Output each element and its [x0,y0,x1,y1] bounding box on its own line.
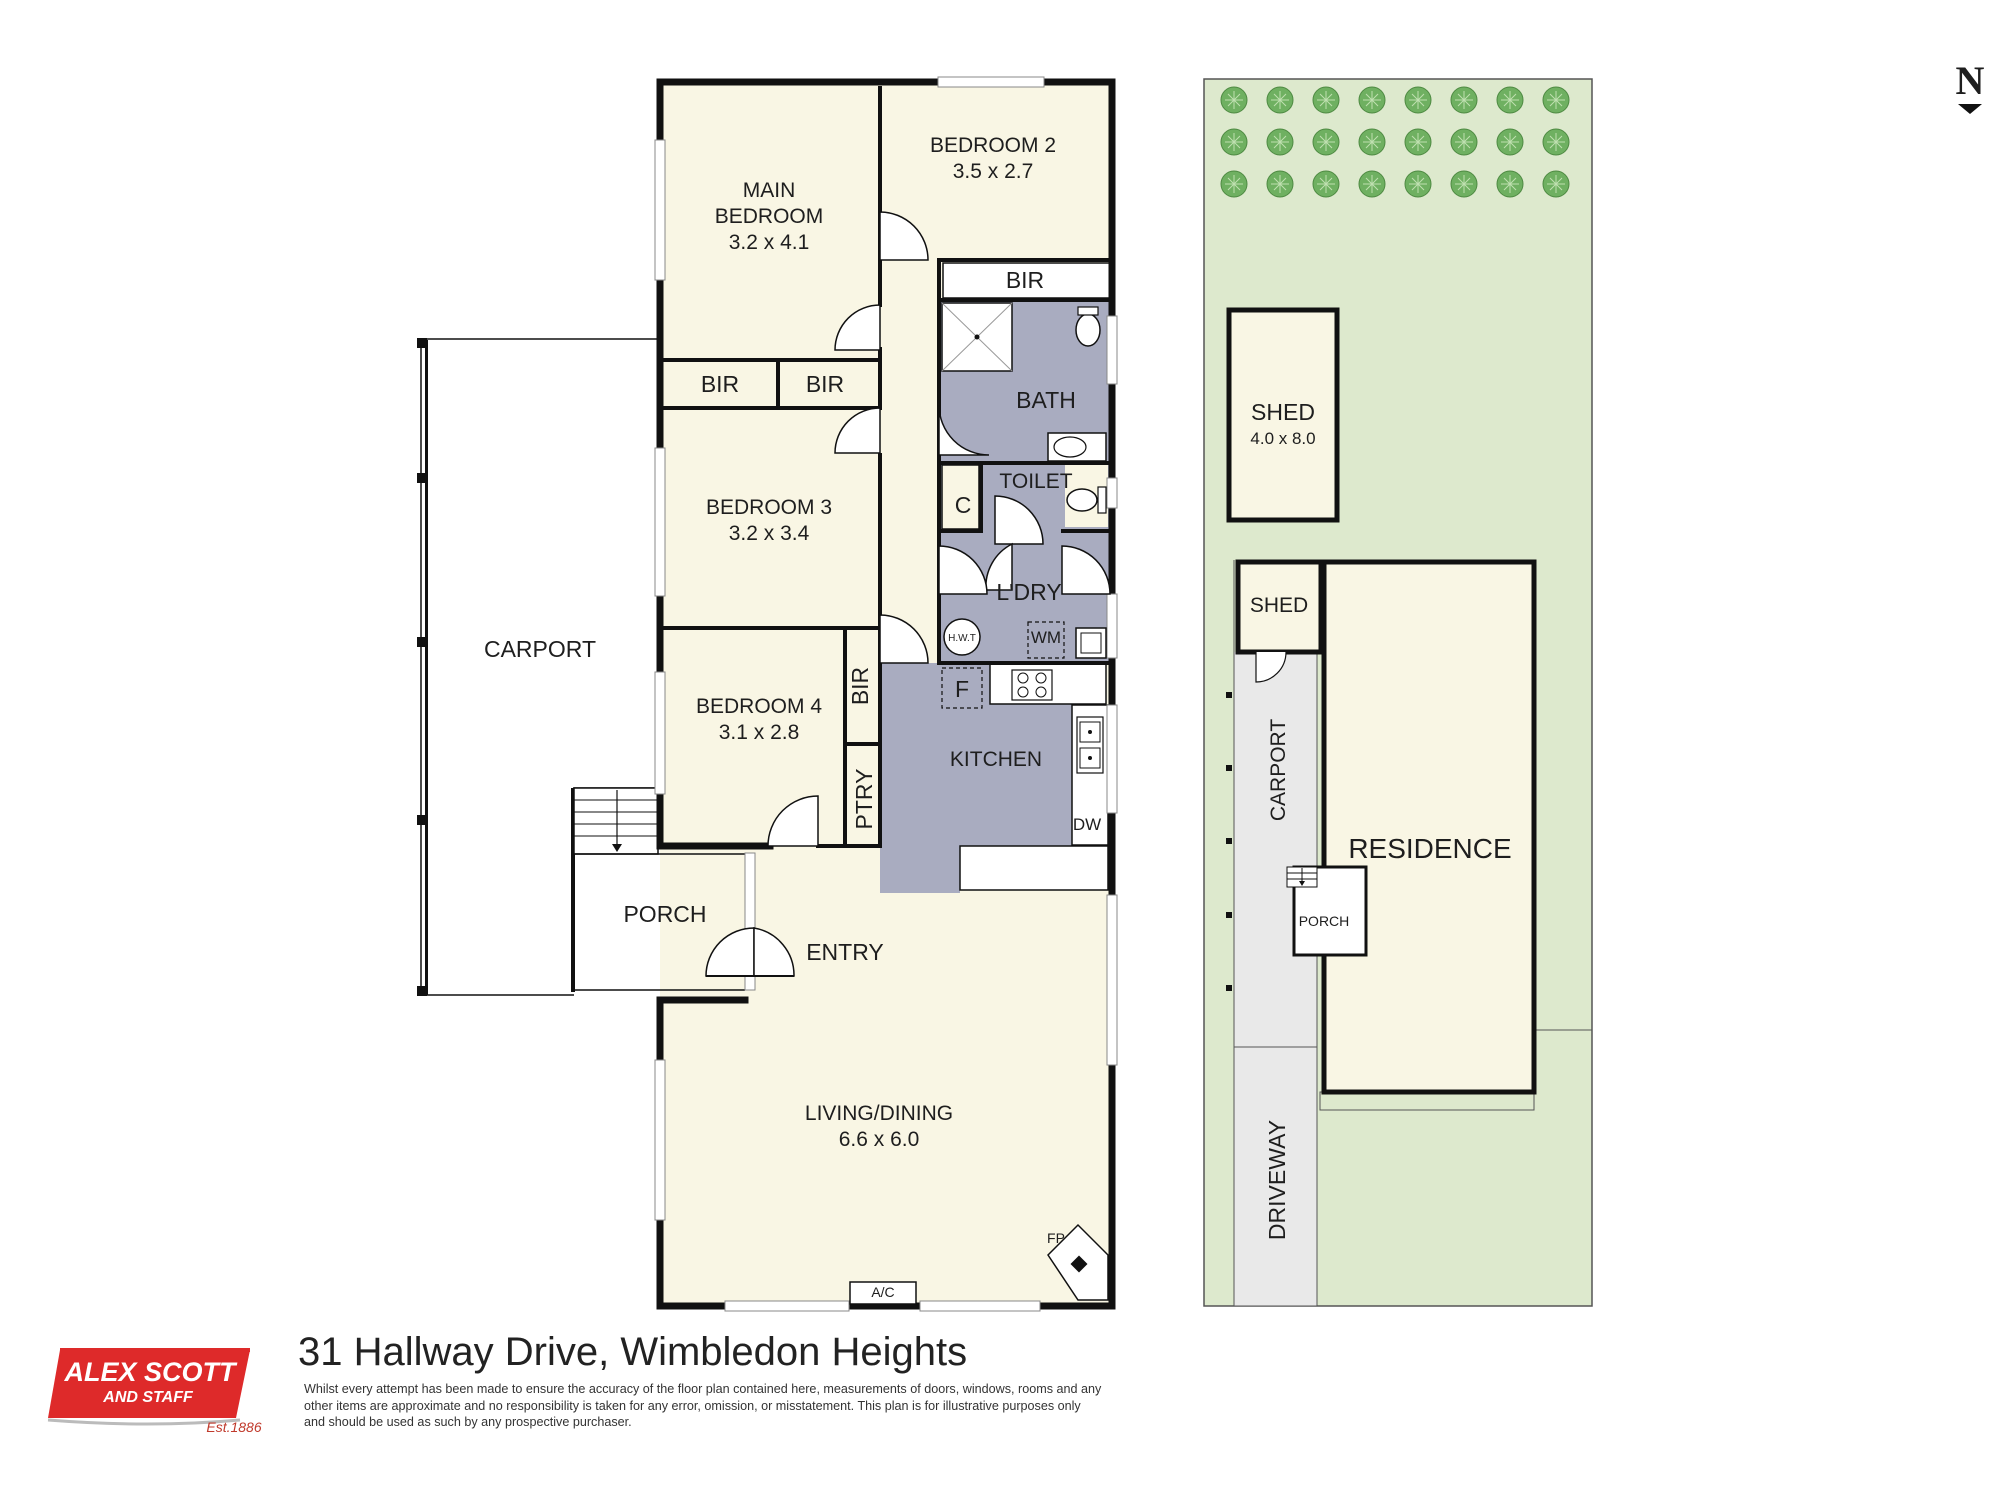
tree-icon-detail [1455,175,1473,193]
tree-icon-detail [1271,91,1289,109]
doors [705,211,1111,977]
tree-icon-detail [1363,133,1381,151]
fridge-label: F [955,676,969,702]
north-compass: N [1956,58,1985,114]
tree-icon-detail [1455,133,1473,151]
bedroom2-label: BEDROOM 2 [930,134,1056,157]
dishwasher-label: DW [1073,815,1101,834]
toilet-label: TOILET [999,470,1072,493]
agency-logo: ALEX SCOTT AND STAFF Est.1886 [47,1348,262,1435]
room-labels: MAIN BEDROOM 3.2 x 4.1 BEDROOM 2 3.5 x 2… [484,134,1101,1300]
tree-icon-detail [1225,91,1243,109]
tree-icon-detail [1317,175,1335,193]
porch-label: PORCH [623,901,706,927]
tree-icon-detail [1409,91,1427,109]
fireplace-label: FP [1047,1230,1065,1246]
washing-machine-label: WM [1031,628,1061,647]
logo-line2: AND STAFF [102,1389,194,1406]
logo-est: Est.1886 [206,1419,261,1435]
kitchen-label: KITCHEN [950,748,1042,771]
main-bedroom-label: MAIN [743,179,796,202]
tree-icon-detail [1547,133,1565,151]
bir-label-bedroom3: BIR [806,371,844,397]
tree-icon-detail [1501,91,1519,109]
tree-icon-detail [1409,175,1427,193]
bath-label: BATH [1016,387,1076,413]
tree-icon-detail [1547,91,1565,109]
site-porch-label: PORCH [1299,913,1350,929]
bir-label-bedroom2: BIR [1006,267,1044,293]
cupboard-label: C [955,492,972,518]
residence-label: RESIDENCE [1348,833,1511,864]
tree-icon-detail [1363,91,1381,109]
living-dims: 6.6 x 6.0 [839,1128,920,1151]
carport-structure [417,338,658,996]
tree-icon-detail [1501,133,1519,151]
property-address: 31 Hallway Drive, Wimbledon Heights [298,1330,968,1374]
shed-main-label: SHED [1251,399,1315,425]
pantry-label: PTRY [851,769,877,830]
carport-label: CARPORT [484,636,596,662]
bedroom4-label: BEDROOM 4 [696,695,822,718]
bedroom3-label: BEDROOM 3 [706,496,832,519]
laundry-label: L'DRY [996,579,1061,605]
tree-icon-detail [1225,175,1243,193]
bedroom4-dims: 3.1 x 2.8 [719,721,800,744]
tree-icon-detail [1317,91,1335,109]
bedroom2-dims: 3.5 x 2.7 [953,160,1034,183]
bir-label-main: BIR [701,371,739,397]
main-bedroom-label-2: BEDROOM [715,205,824,228]
tree-icon-detail [1455,91,1473,109]
windows [654,76,1118,1312]
trees [1220,86,1570,198]
site-structures [1226,307,1537,1095]
entry-label: ENTRY [806,939,884,965]
shed-small-label: SHED [1250,594,1308,617]
tree-icon-detail [1271,175,1289,193]
air-con-label: A/C [871,1284,894,1300]
bir-label-bedroom4: BIR [847,667,873,705]
living-label: LIVING/DINING [805,1102,953,1125]
tree-icon-detail [1547,175,1565,193]
site-carport-label: CARPORT [1267,719,1290,821]
tree-icon-detail [1501,175,1519,193]
main-bedroom-dims: 3.2 x 4.1 [729,231,810,254]
north-label: N [1956,58,1985,103]
site-labels: SHED 4.0 x 8.0 SHED CARPORT RESIDENCE PO… [1250,399,1512,1240]
logo-line1: ALEX SCOTT [63,1357,238,1387]
porch-steps [571,787,745,992]
bedroom3-dims: 3.2 x 3.4 [729,522,810,545]
tree-icon-detail [1271,133,1289,151]
fixtures [849,302,1109,1305]
disclaimer-text: Whilst every attempt has been made to en… [304,1382,1102,1429]
shed-main-dims: 4.0 x 8.0 [1250,429,1315,448]
tree-icon-detail [1409,133,1427,151]
tree-icon-detail [1363,175,1381,193]
tree-icon-detail [1317,133,1335,151]
driveway-label: DRIVEWAY [1264,1120,1290,1240]
tree-icon-detail [1225,133,1243,151]
hot-water-label: H.W.T [948,633,976,644]
